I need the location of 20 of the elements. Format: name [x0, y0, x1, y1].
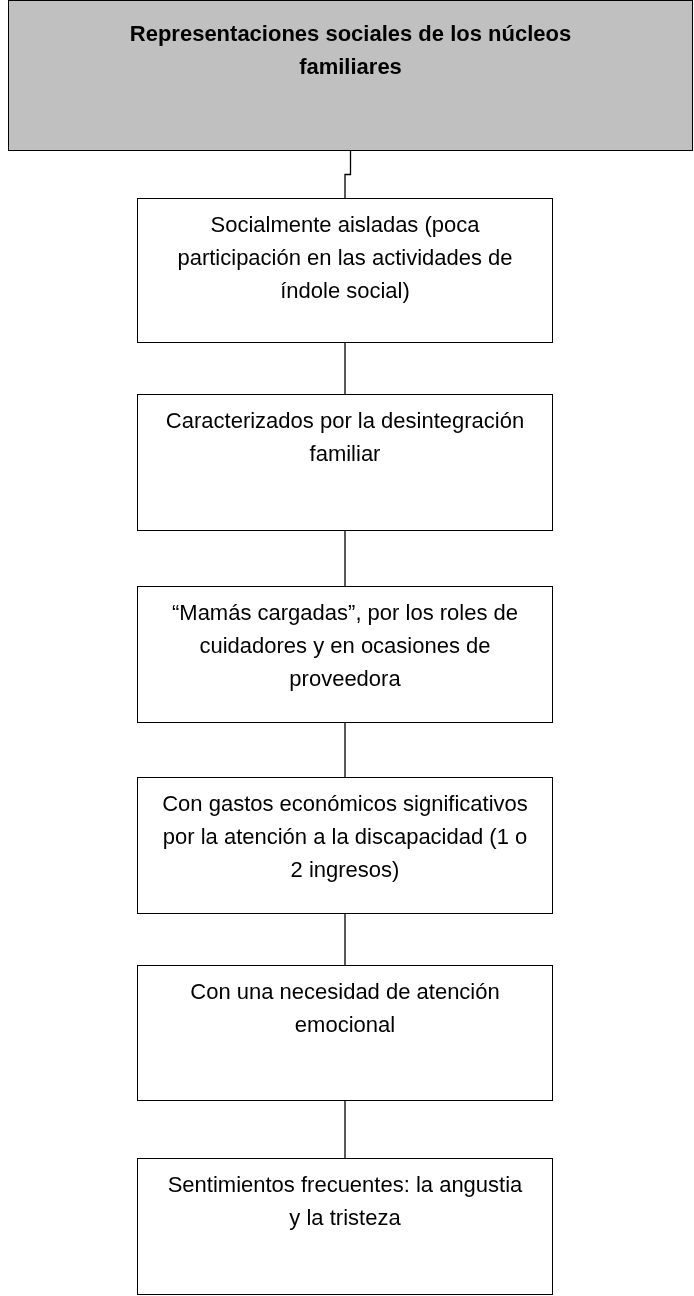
heading-text: Representaciones sociales de los núcleos familiares: [128, 20, 573, 81]
process-box: [137, 394, 553, 531]
connector-line: [344, 913, 346, 966]
box-text: Con una necesidad de atención emocional: [189, 978, 501, 1039]
box-text: Caracterizados por la desintegración familiar: [164, 407, 526, 468]
box-text: Sentimientos frecuentes: la angustia y la tristeza: [166, 1171, 524, 1232]
process-box: [137, 198, 553, 343]
box-text: “Mamás cargadas”, por los roles de cuidadores y en ocasiones de proveedora: [171, 599, 519, 693]
connector-line: [344, 1100, 346, 1159]
box-text: Con gastos económicos significativos por la atención a la discapacidad (1 o 2 ingresos): [161, 790, 529, 884]
connector-line: [344, 342, 346, 395]
connector-line: [344, 530, 346, 587]
title-box: [8, 0, 693, 151]
connector-line: [344, 150, 352, 199]
process-box: [137, 965, 553, 1101]
connector-line: [344, 722, 346, 778]
process-box: [137, 1158, 553, 1295]
process-box: [137, 586, 553, 723]
box-text: Socialmente aisladas (poca participación en las actividades de índole social): [176, 211, 514, 305]
process-box: [137, 777, 553, 914]
